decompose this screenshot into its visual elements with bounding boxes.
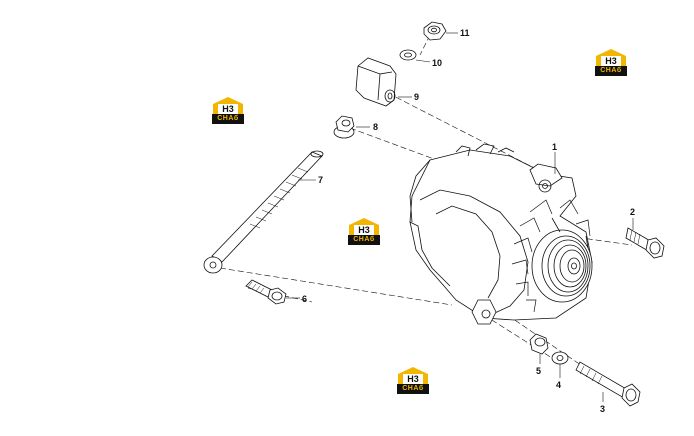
callout-9: 9 bbox=[414, 92, 420, 102]
watermark-logo: H3 CHAб bbox=[211, 96, 245, 126]
spacer-part-5 bbox=[529, 333, 549, 355]
house-logo-icon: H3 bbox=[596, 49, 626, 66]
logo-mark: H3 bbox=[407, 374, 419, 384]
flange-nut-part-8 bbox=[333, 115, 355, 139]
watermark-logo: H3 CHAб bbox=[347, 217, 381, 247]
washer-part-4 bbox=[551, 351, 569, 365]
bracket-part-9 bbox=[355, 57, 397, 107]
house-logo-icon: H3 bbox=[349, 218, 379, 235]
callout-2: 2 bbox=[630, 207, 636, 217]
callout-11: 11 bbox=[460, 28, 470, 38]
callout-8: 8 bbox=[373, 122, 379, 132]
nut-part-11 bbox=[423, 21, 447, 41]
logo-mark: H3 bbox=[222, 104, 234, 114]
long-bolt-part-7 bbox=[203, 150, 324, 274]
bolt-part-3 bbox=[575, 361, 641, 407]
short-bolt-part-6 bbox=[245, 279, 287, 305]
logo-mark: H3 bbox=[605, 56, 617, 66]
callout-7: 7 bbox=[318, 175, 324, 185]
alternator-part-1 bbox=[409, 143, 593, 325]
house-logo-icon: H3 bbox=[398, 367, 428, 384]
callout-1: 1 bbox=[552, 142, 558, 152]
callout-5: 5 bbox=[536, 366, 542, 376]
callout-10: 10 bbox=[432, 58, 443, 68]
logo-word: CHAб bbox=[595, 66, 627, 76]
logo-word: CHAб bbox=[397, 384, 429, 394]
callout-4: 4 bbox=[556, 380, 562, 390]
leader-lines bbox=[286, 32, 634, 402]
logo-word: CHAб bbox=[212, 114, 244, 124]
watermark-logo: H3 CHAб bbox=[594, 48, 628, 78]
house-logo-icon: H3 bbox=[213, 97, 243, 114]
logo-word: CHAб bbox=[348, 235, 380, 245]
washer-part-10 bbox=[399, 49, 417, 61]
bolt-part-2 bbox=[625, 227, 665, 259]
watermark-logo: H3 CHAб bbox=[396, 366, 430, 396]
callout-6: 6 bbox=[302, 294, 308, 304]
callout-3: 3 bbox=[600, 404, 606, 414]
logo-mark: H3 bbox=[358, 225, 370, 235]
